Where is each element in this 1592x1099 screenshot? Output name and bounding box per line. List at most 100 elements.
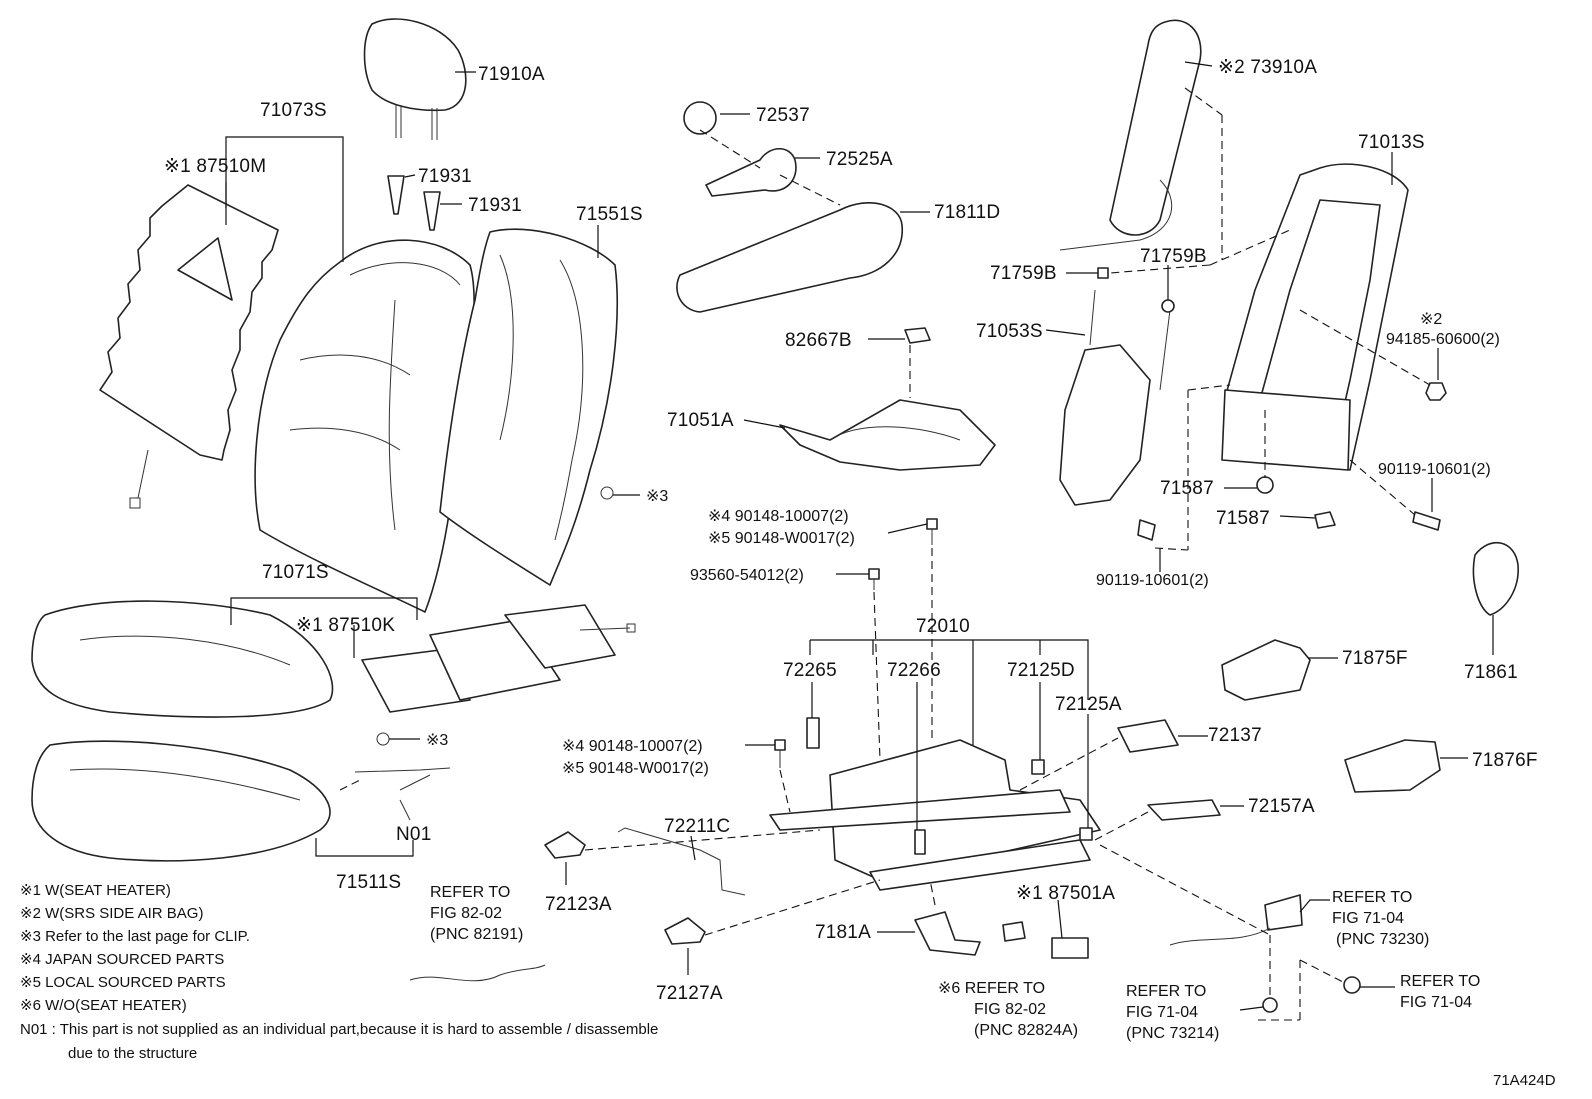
harness-shape — [409, 964, 546, 982]
svg-text:FIG 71-04: FIG 71-04 — [1126, 1004, 1198, 1021]
shield-cover-shape — [1344, 739, 1441, 793]
svg-text:(PNC 82191): (PNC 82191) — [430, 926, 523, 943]
recliner-parts-shape — [676, 101, 903, 313]
label-71053S: 71053S — [976, 321, 1043, 342]
label-73910A: ※2 73910A — [1218, 57, 1317, 78]
note-seat-heater: ※1 W(SEAT HEATER) — [20, 882, 171, 899]
svg-text:REFER TO: REFER TO — [1400, 973, 1480, 990]
label-72266: 72266 — [887, 660, 941, 681]
bracket-shape — [914, 911, 981, 956]
seatback-cover-shape — [254, 239, 475, 613]
svg-text:FIG 82-02: FIG 82-02 — [430, 905, 502, 922]
seatback-pad-shape — [439, 228, 618, 586]
label-72127A: 72127A — [656, 983, 723, 1004]
label-71587-upper: 71587 — [1160, 478, 1214, 499]
svg-text:FIG 71-04: FIG 71-04 — [1332, 910, 1404, 927]
note-N01: N01 : This part is not supplied as an in… — [20, 1021, 658, 1038]
note-without-heater: ※6 W/O(SEAT HEATER) — [20, 997, 187, 1014]
label-87510K: ※1 87510K — [296, 615, 395, 636]
label-90119-10601-lower: 90119-10601(2) — [1096, 572, 1209, 589]
label-72537: 72537 — [756, 105, 810, 126]
switch-shape — [1002, 921, 1026, 942]
label-87510M: ※1 87510M — [164, 156, 266, 177]
clip-shape — [600, 486, 614, 500]
svg-text:(PNC 73214): (PNC 73214) — [1126, 1025, 1219, 1042]
svg-text:(PNC 73230): (PNC 73230) — [1336, 931, 1429, 948]
label-71811D: 71811D — [934, 202, 1000, 223]
label-71759B-left: 71759B — [990, 263, 1057, 284]
heater-switch-shape — [1051, 937, 1089, 959]
label-72010: 72010 — [916, 616, 970, 637]
label-71910A: 71910A — [478, 64, 545, 85]
label-94185-60600: 94185-60600(2) — [1386, 331, 1500, 348]
trim-shape — [1147, 799, 1221, 821]
note-japan-sourced: ※4 JAPAN SOURCED PARTS — [20, 951, 224, 968]
headrest-shape — [363, 18, 467, 140]
part-labels: 71910A 71073S ※1 87510M 71931 71931 7155… — [164, 57, 1538, 1004]
label-72525A: 72525A — [826, 149, 893, 170]
label-7181A: 7181A — [815, 922, 871, 943]
assembly-lines — [339, 87, 1431, 1021]
label-71551S: 71551S — [576, 204, 643, 225]
label-clip-note-3-upper: ※3 — [646, 488, 668, 505]
note-side-airbag: ※2 W(SRS SIDE AIR BAG) — [20, 905, 203, 922]
shield-cover-shape — [1221, 639, 1311, 701]
lumbar-support-shape — [779, 399, 996, 471]
label-bolt-local-upper: ※5 90148-W0017(2) — [708, 530, 855, 547]
label-72125A: 72125A — [1055, 694, 1122, 715]
clip-shape — [376, 732, 390, 746]
diagram-code: 71A424D — [1493, 1072, 1556, 1089]
label-71013S: 71013S — [1358, 132, 1425, 153]
reference-labels: REFER TO FIG 82-02 (PNC 82191) ※6 REFER … — [430, 884, 1480, 1042]
label-71511S: 71511S — [336, 872, 401, 893]
svg-text:REFER TO: REFER TO — [430, 884, 510, 901]
label-71931-upper: 71931 — [418, 166, 472, 187]
shield-cover-shape — [1472, 541, 1519, 616]
svg-text:※6 REFER TO: ※6 REFER TO — [938, 980, 1045, 997]
label-72157A: 72157A — [1248, 796, 1315, 817]
bracket-shape — [544, 831, 586, 859]
cushion-heater-shape — [361, 604, 636, 713]
label-71931-lower: 71931 — [468, 195, 522, 216]
rod-shape — [617, 827, 746, 896]
label-71876F: 71876F — [1472, 750, 1538, 771]
label-bolt-japan-upper: ※4 90148-10007(2) — [708, 508, 849, 525]
label-71861: 71861 — [1464, 662, 1518, 683]
bolt-shapes — [774, 518, 938, 768]
label-72123A: 72123A — [545, 894, 612, 915]
label-bolt-local-lower: ※5 90148-W0017(2) — [562, 760, 709, 777]
seatbelt-shape — [1169, 894, 1361, 1013]
reference-73214: REFER TO FIG 71-04 (PNC 73214) — [1126, 983, 1219, 1042]
footnotes: ※1 W(SEAT HEATER) ※2 W(SRS SIDE AIR BAG)… — [20, 882, 658, 1062]
note-local-sourced: ※5 LOCAL SOURCED PARTS — [20, 974, 226, 991]
leader-lines — [225, 61, 1494, 1011]
label-72265: 72265 — [783, 660, 837, 681]
label-71073S: 71073S — [260, 100, 327, 121]
svg-text:FIG 82-02: FIG 82-02 — [974, 1001, 1046, 1018]
headrest-guide-shapes — [387, 175, 441, 231]
svg-text:REFER TO: REFER TO — [1332, 889, 1412, 906]
reference-71-04: REFER TO FIG 71-04 — [1400, 973, 1480, 1011]
label-71875F: 71875F — [1342, 648, 1408, 669]
small-part-shape — [904, 327, 931, 344]
label-71051A: 71051A — [667, 410, 734, 431]
side-frame-plate-shape — [1059, 289, 1171, 506]
label-bolt-japan-lower: ※4 90148-10007(2) — [562, 738, 703, 755]
reference-82824A: ※6 REFER TO FIG 82-02 (PNC 82824A) — [938, 980, 1078, 1039]
label-71071S: 71071S — [262, 562, 329, 583]
label-87501A: ※1 87501A — [1016, 883, 1115, 904]
svg-text:FIG 71-04: FIG 71-04 — [1400, 994, 1472, 1011]
note-clip: ※3 Refer to the last page for CLIP. — [20, 928, 250, 945]
label-90119-10601-right: 90119-10601(2) — [1378, 461, 1491, 478]
label-71587-lower: 71587 — [1216, 508, 1270, 529]
seatback-heater-shape — [99, 184, 279, 509]
label-82667B: 82667B — [785, 330, 852, 351]
seat-cushion-cover-shape — [31, 600, 334, 718]
label-airbag-note-2: ※2 — [1420, 311, 1442, 328]
side-airbag-shape — [1059, 19, 1202, 251]
label-72137: 72137 — [1208, 725, 1262, 746]
svg-text:REFER TO: REFER TO — [1126, 983, 1206, 1000]
label-71759B-right: 71759B — [1140, 246, 1207, 267]
